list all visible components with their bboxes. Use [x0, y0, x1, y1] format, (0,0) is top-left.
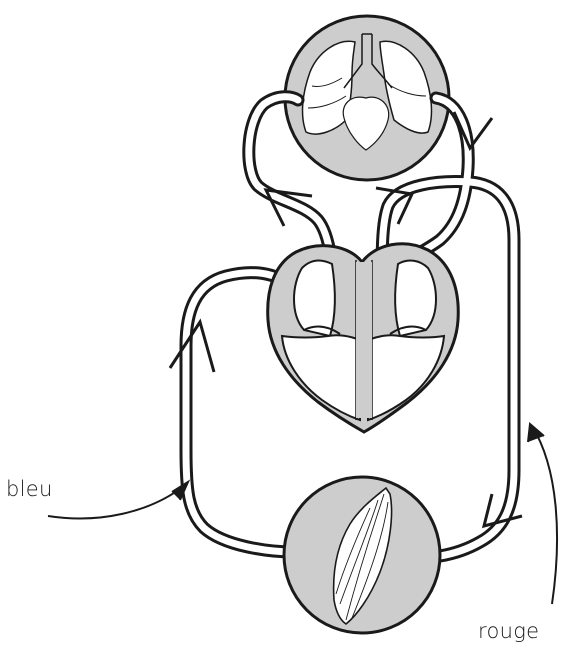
label-bleu: bleu	[6, 477, 53, 501]
pointer-rouge	[532, 426, 557, 604]
lungs-icon	[285, 16, 449, 180]
muscle-icon	[284, 477, 440, 633]
pointer-bleu	[48, 486, 184, 518]
label-rouge: rouge	[478, 619, 539, 643]
heart-icon	[268, 244, 459, 432]
